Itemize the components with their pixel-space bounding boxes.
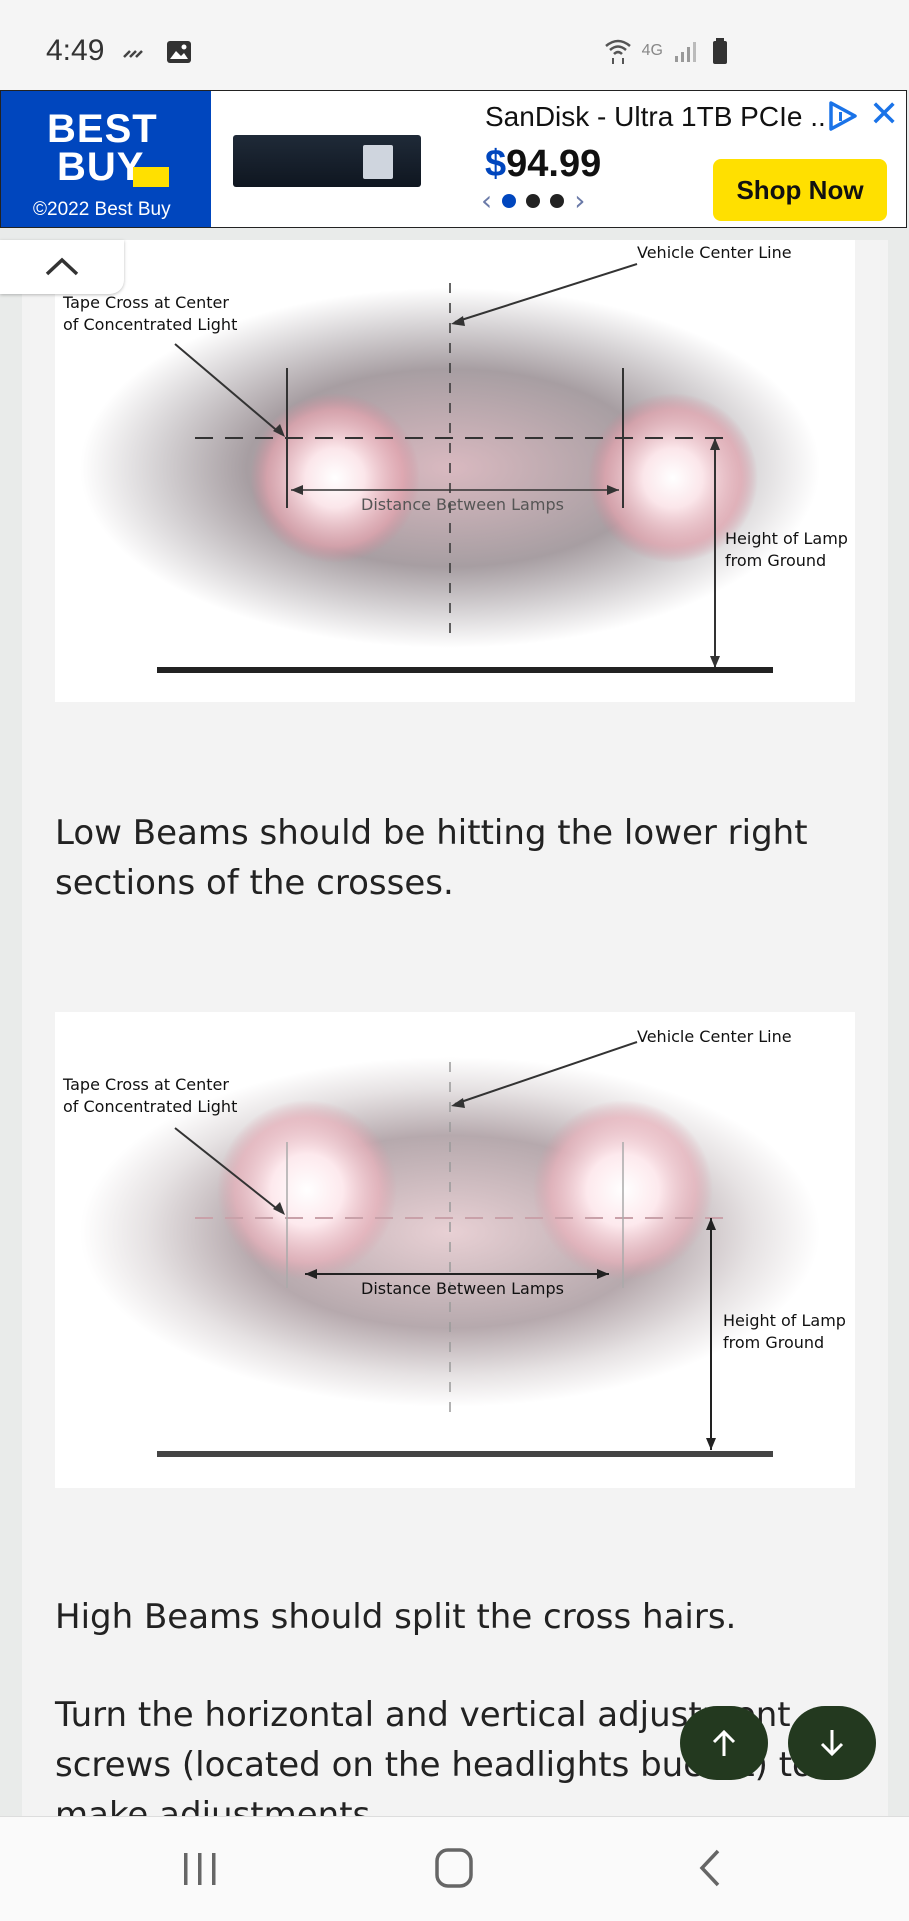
article-content: Vehicle Center Line Tape Cross at Center…	[22, 240, 888, 1816]
recent-apps-icon[interactable]	[180, 1851, 220, 1887]
scroll-down-button[interactable]	[788, 1706, 876, 1780]
chevron-right-icon[interactable]: ›	[574, 184, 586, 217]
pager-dot[interactable]	[502, 194, 517, 208]
bestbuy-logo[interactable]: BEST BUY ©2022 Best Buy	[1, 91, 211, 227]
paragraph-low-beams: Low Beams should be hitting the lower ri…	[55, 813, 808, 903]
battery-icon	[713, 38, 727, 64]
product-price: $94.99	[485, 143, 602, 185]
adchoices-play-icon[interactable]	[825, 99, 859, 133]
image-icon	[167, 41, 191, 63]
call-forward-icon	[123, 50, 143, 58]
fig2-tape-cross-label-1: Tape Cross at Center	[62, 1075, 229, 1094]
fig1-center-line-label: Vehicle Center Line	[637, 243, 792, 262]
home-icon[interactable]	[434, 1847, 474, 1889]
signal-icon	[675, 42, 696, 62]
ad-copyright: ©2022 Best Buy	[33, 199, 171, 220]
fig2-center-line-label: Vehicle Center Line	[637, 1027, 792, 1046]
close-icon[interactable]: ✕	[869, 94, 900, 135]
fig1-tape-cross-label-2: of Concentrated Light	[63, 315, 237, 334]
fig2-height-label-2: from Ground	[723, 1333, 824, 1352]
paragraph-high-beams: High Beams should split the cross hairs.	[55, 1597, 737, 1637]
wifi-icon	[604, 39, 631, 64]
fig1-tape-cross-label-1: Tape Cross at Center	[62, 293, 229, 312]
logo-tag	[133, 167, 169, 187]
fig1-height-label-2: from Ground	[725, 551, 826, 570]
status-bar: 4:49 4G	[0, 0, 909, 90]
fig2-distance-label: Distance Between Lamps	[361, 1279, 564, 1298]
scroll-up-button[interactable]	[680, 1706, 768, 1780]
system-nav-bar	[0, 1816, 909, 1921]
logo-line-1: BEST	[47, 107, 158, 151]
shop-now-button[interactable]: Shop Now	[713, 159, 887, 221]
fig1-height-label-1: Height of Lamp	[725, 529, 848, 548]
collapse-ad-button[interactable]	[0, 240, 124, 294]
arrow-down-icon	[820, 1730, 844, 1757]
chevron-up-icon	[45, 257, 79, 276]
carousel-pager[interactable]: ‹ ›	[481, 187, 585, 215]
back-icon[interactable]	[696, 1847, 724, 1889]
ad-banner[interactable]: BEST BUY ©2022 Best Buy SanDisk - Ultra …	[0, 90, 907, 228]
fig2-height-label-1: Height of Lamp	[723, 1311, 846, 1330]
network-type: 4G	[641, 42, 663, 59]
fig2-tape-cross-label-2: of Concentrated Light	[63, 1097, 237, 1116]
pager-dot[interactable]	[526, 194, 541, 208]
pager-dot[interactable]	[550, 194, 565, 208]
headlight-diagram-high-beam: Vehicle Center Line Tape Cross at Center…	[55, 1012, 855, 1488]
headlight-diagram-low-beam: Vehicle Center Line Tape Cross at Center…	[55, 240, 855, 702]
fig1-distance-label: Distance Between Lamps	[361, 495, 564, 514]
status-time: 4:49	[46, 34, 105, 67]
logo-line-2: BUY	[57, 145, 145, 189]
paragraph-adjustment: Turn the horizontal and vertical adjustm…	[55, 1695, 813, 1816]
arrow-up-icon	[712, 1729, 736, 1756]
product-image[interactable]	[233, 135, 421, 187]
product-title[interactable]: SanDisk - Ultra 1TB PCIe ..	[485, 101, 826, 132]
chevron-left-icon[interactable]: ‹	[481, 184, 493, 217]
